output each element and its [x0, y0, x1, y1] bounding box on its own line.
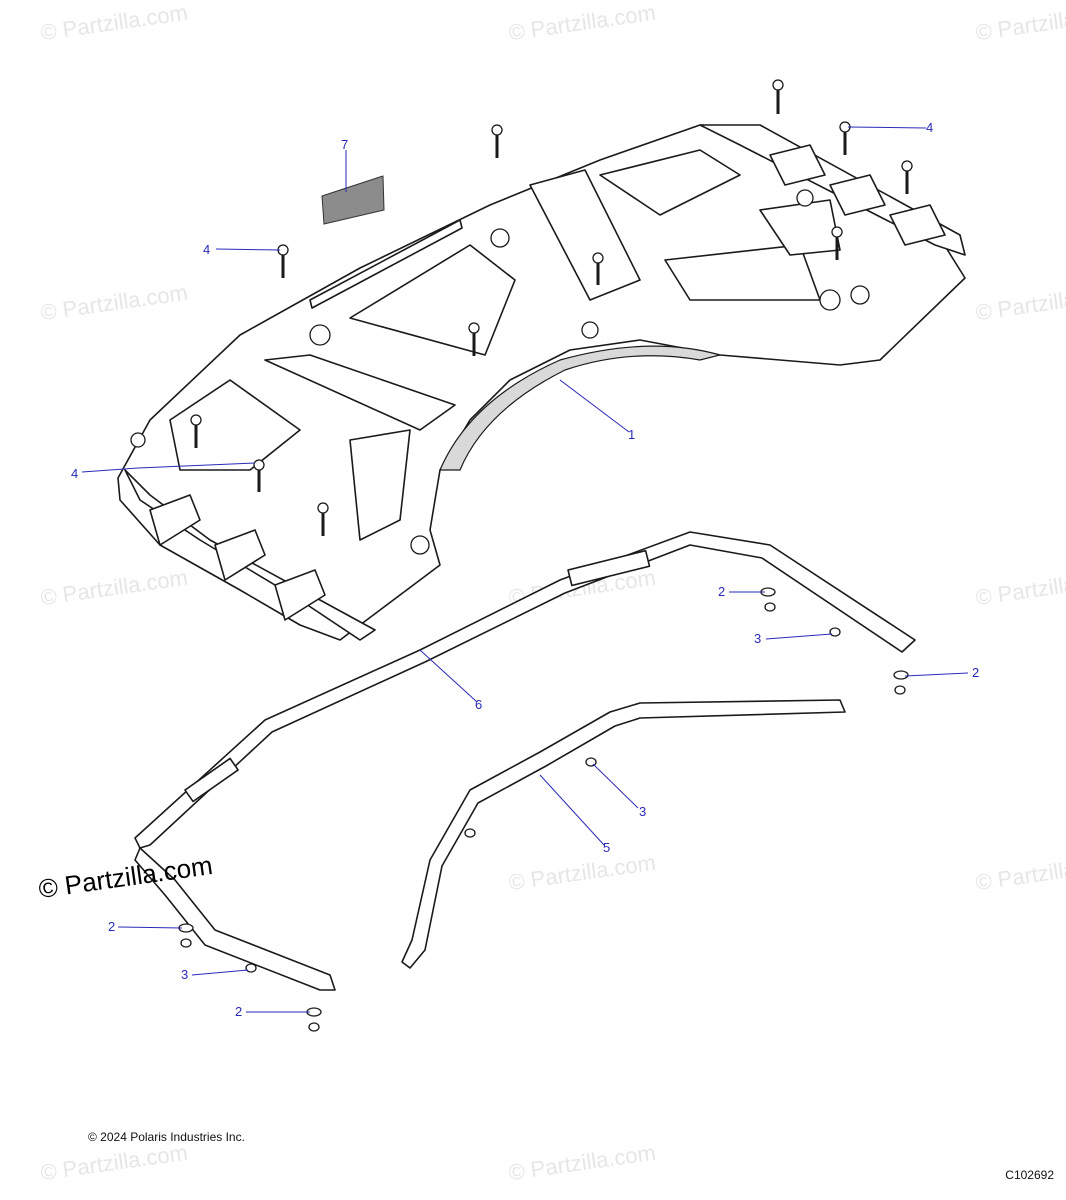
- copyright-text: © 2024 Polaris Industries Inc.: [88, 1130, 245, 1144]
- leader-lines: [81, 126, 969, 1013]
- screws: [130, 79, 913, 536]
- callout-2: 2: [108, 919, 116, 934]
- callout-1: 1: [628, 427, 636, 442]
- callout-3: 3: [754, 631, 762, 646]
- callout-7: 7: [341, 137, 349, 152]
- callout-2: 2: [718, 584, 726, 599]
- rack-body: [117, 124, 966, 641]
- callout-4: 4: [71, 466, 79, 481]
- callout-2: 2: [235, 1004, 243, 1019]
- inner-rail: [401, 699, 846, 969]
- callout-5: 5: [603, 840, 611, 855]
- callout-3: 3: [639, 804, 647, 819]
- callout-4: 4: [926, 120, 934, 135]
- figure-id: C102692: [1005, 1168, 1054, 1182]
- outer-rail: [134, 531, 916, 991]
- callout-6: 6: [475, 697, 483, 712]
- decal: [321, 175, 385, 225]
- callout-4: 4: [203, 242, 211, 257]
- callout-3: 3: [181, 967, 189, 982]
- callout-2: 2: [972, 665, 980, 680]
